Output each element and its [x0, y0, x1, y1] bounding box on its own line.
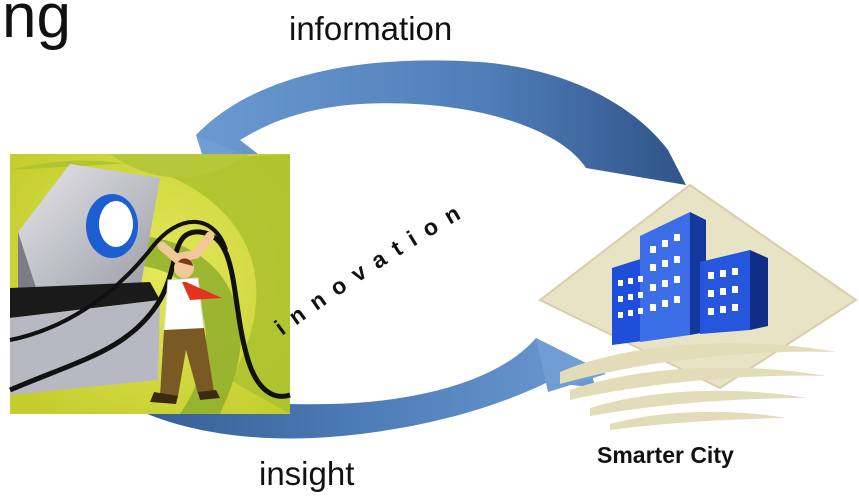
innovation-label: innovation [270, 194, 474, 340]
insight-label: insight [259, 455, 355, 492]
information-label: information [289, 10, 453, 47]
page-title-fragment: ng [2, 0, 71, 51]
smarter-city-label: Smarter City [597, 442, 734, 468]
city-buildings-clipart [538, 183, 858, 430]
person-at-computer-clipart [9, 154, 291, 414]
